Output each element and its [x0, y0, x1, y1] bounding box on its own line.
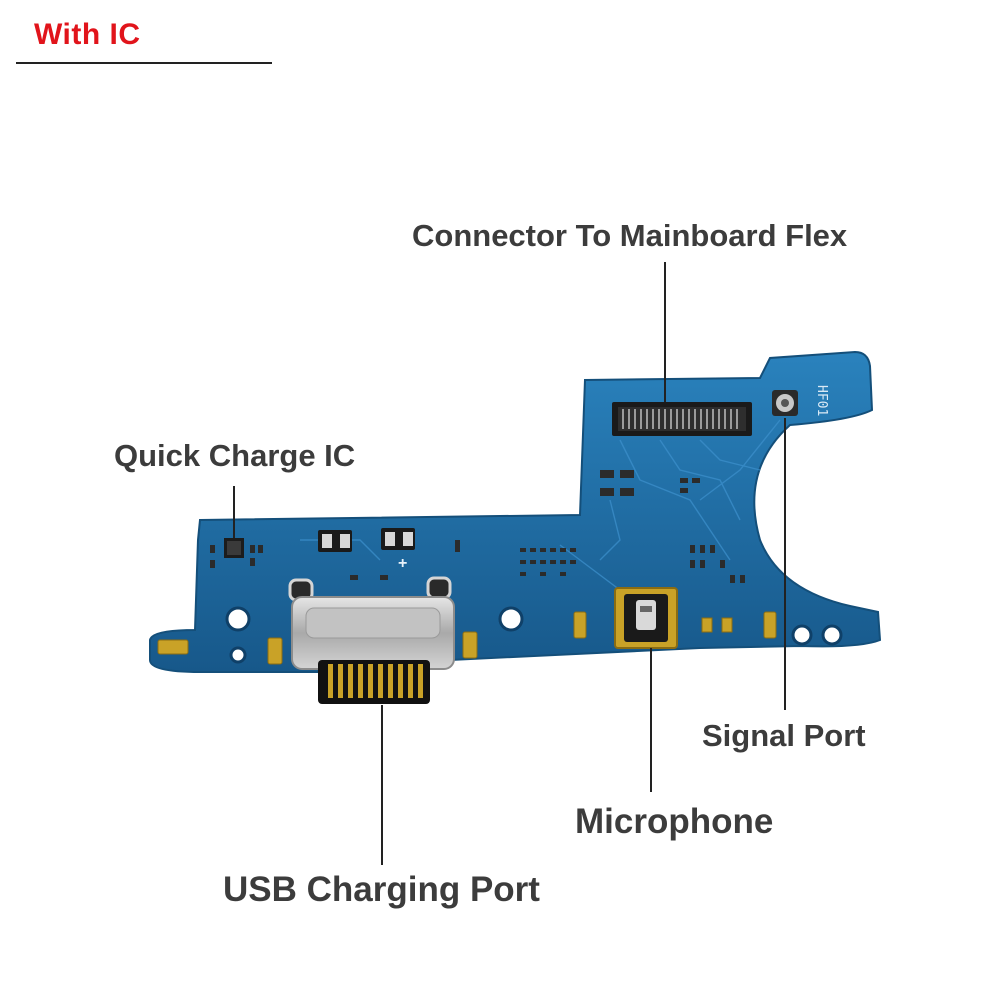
board-silkscreen-code: HF01: [814, 385, 829, 416]
usb-leader-line: [381, 705, 383, 865]
signal-port-connector: [772, 390, 798, 416]
usb-c-port: [288, 576, 455, 704]
smd-components: [210, 470, 745, 583]
microphone-leader-line: [650, 648, 652, 792]
signal-leader-line: [784, 418, 786, 710]
badge-underline: [16, 62, 272, 64]
gold-contacts: [157, 611, 777, 665]
callout-usb-charging-port: USB Charging Port: [223, 870, 540, 909]
plus-marking: +: [398, 555, 407, 572]
quick-charge-ic-chip: [224, 538, 244, 558]
callout-signal-port: Signal Port: [702, 718, 866, 753]
callout-connector-to-mainboard-flex: Connector To Mainboard Flex: [412, 218, 848, 253]
connector-leader-line: [664, 262, 666, 402]
mounting-holes: [225, 606, 843, 664]
mainboard-flex-connector: [612, 402, 752, 436]
callout-quick-charge-ic: Quick Charge IC: [114, 438, 356, 473]
callout-microphone: Microphone: [575, 802, 774, 841]
microphone-component: [614, 587, 678, 649]
quick-charge-leader-line: [233, 486, 235, 538]
with-ic-badge: With IC: [34, 18, 141, 51]
